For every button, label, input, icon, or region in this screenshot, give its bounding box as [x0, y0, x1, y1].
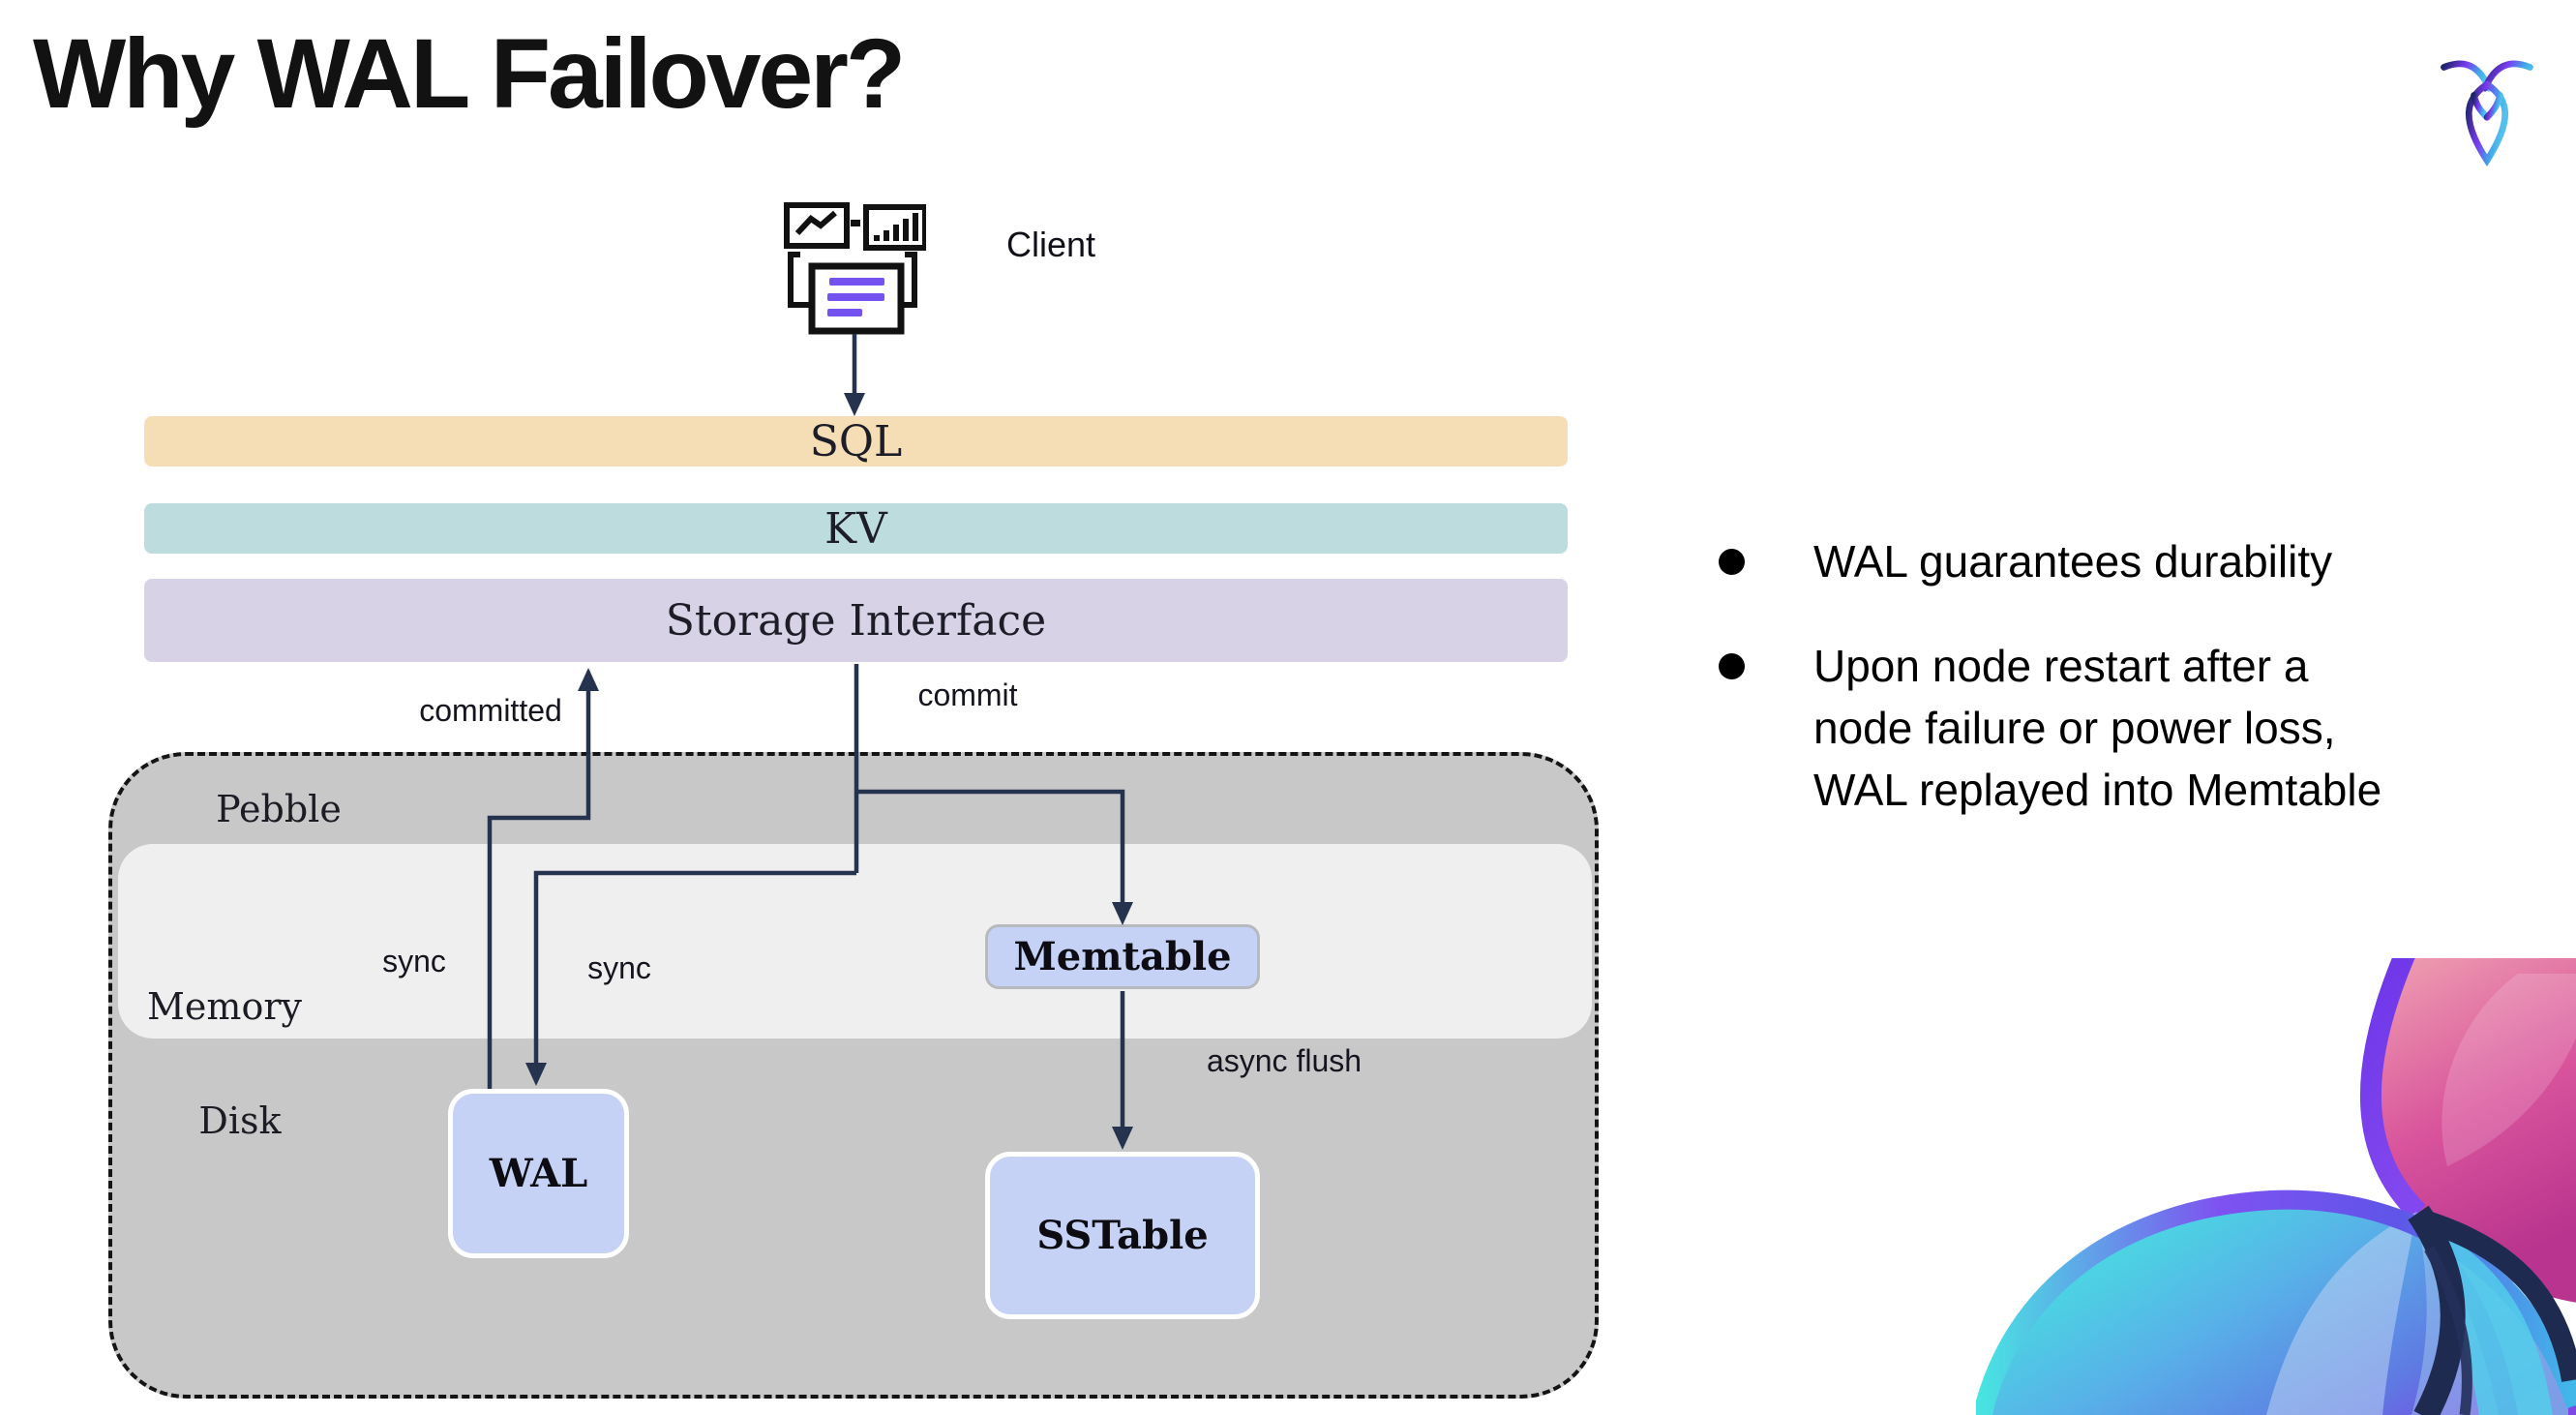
disk-label: Disk — [198, 1099, 282, 1142]
memtable-node: Memtable — [985, 924, 1260, 989]
storage-interface-label: Storage Interface — [665, 595, 1047, 646]
list-item: Upon node restart after a node failure o… — [1713, 635, 2526, 821]
sql-layer-bar: SQL — [144, 416, 1568, 467]
kv-layer-label: KV — [824, 503, 887, 554]
bullet-text-line: Upon node restart after a — [1813, 641, 2309, 691]
bullet-dot — [1719, 653, 1745, 679]
commit-edge-label: commit — [917, 677, 1018, 712]
memtable-label: Memtable — [1013, 934, 1232, 979]
sync-edge-label-right: sync — [587, 950, 651, 985]
bullet-text-line: node failure or power loss, — [1813, 703, 2336, 753]
bullet-text: Upon node restart after a node failure o… — [1813, 635, 2381, 821]
memory-band — [118, 844, 1592, 1039]
async-flush-edge-label: async flush — [1206, 1043, 1363, 1078]
bullet-dot — [1719, 549, 1745, 575]
list-item: WAL guarantees durability — [1713, 530, 2526, 592]
wal-label: WAL — [489, 1151, 588, 1196]
client-label: Client — [1006, 225, 1096, 264]
memory-label: Memory — [147, 985, 302, 1028]
page-title: Why WAL Failover? — [33, 18, 906, 129]
brand-artwork — [1976, 958, 2576, 1415]
sql-layer-label: SQL — [809, 416, 903, 467]
sstable-label: SSTable — [1036, 1213, 1209, 1258]
bullet-text-line: WAL replayed into Memtable — [1813, 765, 2382, 815]
sstable-node: SSTable — [985, 1152, 1260, 1319]
bullet-list: WAL guarantees durability Upon node rest… — [1713, 530, 2526, 863]
client-icon — [784, 202, 926, 335]
pebble-label: Pebble — [216, 788, 342, 830]
bullet-text: WAL guarantees durability — [1813, 536, 2333, 587]
sync-edge-label-left: sync — [382, 944, 446, 978]
wal-node: WAL — [448, 1089, 629, 1258]
cockroachdb-logo-icon — [2441, 60, 2533, 166]
committed-edge-label: committed — [419, 693, 562, 728]
kv-layer-bar: KV — [144, 503, 1568, 554]
storage-interface-bar: Storage Interface — [144, 579, 1568, 662]
